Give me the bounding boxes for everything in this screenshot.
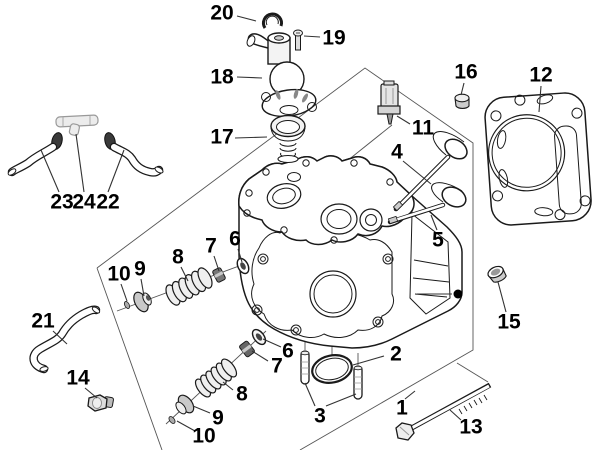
hose-right [109, 142, 164, 177]
leader-part-3 [325, 393, 357, 407]
spring-seat-lower [239, 340, 255, 358]
label-part-8-upper: 8 [172, 246, 184, 269]
thermostat [270, 114, 306, 164]
leader-part-16 [460, 82, 465, 96]
label-part-3: 3 [314, 405, 326, 428]
leader-part-10-lower [176, 420, 196, 432]
leader-part-5 [430, 214, 438, 231]
cap-plug-small [454, 93, 470, 109]
label-part-1: 1 [396, 397, 408, 420]
leader-part-21 [52, 330, 68, 345]
leader-part-18 [236, 76, 263, 79]
label-part-17: 17 [210, 126, 233, 149]
valve-cotters-upper [123, 301, 131, 309]
hose-left [7, 142, 58, 177]
leader-part-7-upper [213, 255, 220, 272]
leader-part-14 [84, 387, 98, 399]
label-part-5: 5 [432, 229, 444, 252]
valve-cotters-lower [168, 416, 176, 424]
label-part-6-lower: 6 [282, 340, 294, 363]
spring-seat-upper [212, 267, 226, 283]
leader-part-8-lower [222, 381, 234, 391]
breather-hose [29, 305, 101, 374]
label-part-23: 23 [50, 191, 73, 214]
label-part-6-upper: 6 [229, 228, 241, 251]
label-part-12: 12 [529, 64, 552, 87]
leader-part-3 [304, 382, 316, 407]
head-bolt [395, 382, 492, 441]
label-part-22: 22 [96, 191, 119, 214]
label-part-10-lower: 10 [192, 425, 215, 448]
intake-valve [392, 131, 468, 212]
reference-dot [453, 289, 463, 299]
leader-part-7-lower [251, 350, 269, 362]
leader-part-24 [75, 133, 85, 193]
leader-part-9-lower [192, 405, 211, 414]
leader-part-8-upper [180, 266, 189, 282]
leader-part-17 [234, 136, 268, 139]
label-part-24: 24 [72, 191, 96, 214]
cylinder-gasket [484, 92, 592, 226]
label-part-9-upper: 9 [134, 258, 146, 281]
leader-part-6-lower [262, 338, 282, 348]
leader-part-9-upper [140, 278, 145, 297]
label-part-15: 15 [497, 311, 521, 334]
label-part-4: 4 [391, 141, 403, 164]
leader-part-19 [303, 35, 321, 38]
label-part-10-upper: 10 [107, 263, 130, 286]
valve-spring-lower [194, 358, 238, 398]
stud-right [353, 365, 363, 400]
leader-part-6-upper [237, 248, 243, 263]
spring-retainer-upper [133, 291, 152, 313]
leader-part-15 [497, 281, 507, 313]
leader-part-2 [352, 355, 385, 366]
leader-part-23 [40, 149, 60, 193]
label-part-8-lower: 8 [236, 383, 248, 406]
leader-part-12 [538, 85, 542, 113]
thermostat-cover [246, 32, 317, 118]
leader-part-13 [449, 409, 462, 421]
label-part-20: 20 [210, 2, 233, 25]
stud-left [300, 350, 310, 385]
circlip [262, 12, 283, 29]
label-part-16: 16 [454, 61, 477, 84]
label-part-2: 2 [390, 343, 402, 366]
leader-part-4 [402, 160, 432, 185]
exhaust-valve [387, 182, 467, 225]
label-part-7-upper: 7 [205, 235, 217, 258]
leader-part-10-upper [120, 283, 128, 302]
label-part-18: 18 [210, 66, 234, 89]
label-part-11: 11 [412, 117, 435, 140]
label-part-7-lower: 7 [271, 355, 283, 378]
hose-tee-fitting [55, 114, 99, 136]
label-part-13: 13 [459, 416, 482, 439]
cup-plug [487, 265, 507, 283]
o-ring [311, 354, 353, 384]
spring-retainer-lower [175, 394, 195, 415]
label-part-19: 19 [322, 27, 345, 50]
leader-part-20 [236, 15, 257, 22]
valve-seal-upper [236, 257, 250, 275]
temperature-sensor [377, 80, 401, 125]
cylinder-head-body [238, 155, 463, 349]
screw [293, 29, 303, 51]
head-top-ports [243, 159, 394, 244]
label-part-21: 21 [31, 310, 55, 333]
label-part-14: 14 [66, 367, 90, 390]
valve-spring-upper [165, 267, 213, 306]
leader-part-1 [404, 390, 416, 400]
assembly-group-border [96, 67, 474, 450]
leader-part-22 [107, 149, 125, 193]
leader-part-11 [396, 115, 411, 125]
valve-seal-lower [251, 328, 267, 346]
label-part-9-lower: 9 [212, 407, 224, 430]
hex-plug [87, 394, 114, 412]
head-bolt-holes [251, 253, 394, 336]
